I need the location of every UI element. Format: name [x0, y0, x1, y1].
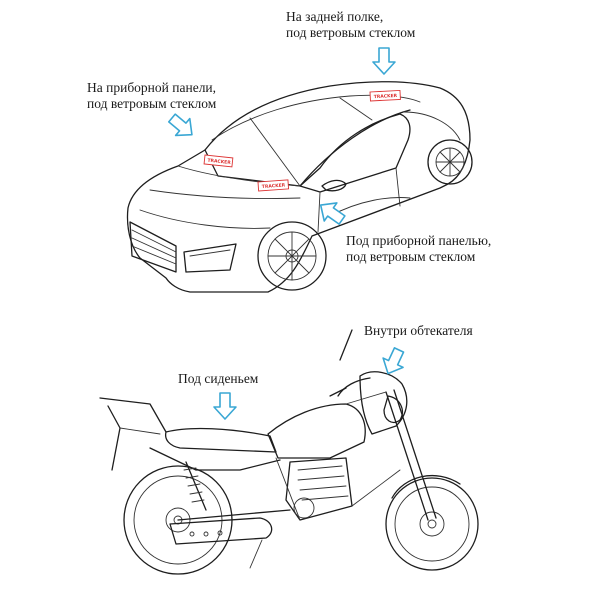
svg-text:TRACKER: TRACKER: [262, 182, 286, 190]
motorcycle-illustration: [99, 329, 479, 575]
arrow-icon: [213, 392, 237, 420]
arrow-icon: [382, 347, 405, 375]
label-rear-shelf: На задней полке,под ветровым стеклом: [286, 9, 416, 40]
tracker-tag-icon: TRACKER: [257, 179, 290, 192]
label-dashboard-under: Под приборной панелью,под ветровым стекл…: [346, 233, 492, 264]
arrow-icon: [167, 113, 193, 137]
svg-text:TRACKER: TRACKER: [374, 93, 398, 100]
arrow-icon: [372, 47, 396, 75]
svg-text:TRACKER: TRACKER: [207, 158, 231, 166]
label-dashboard-top: На приборной панели,под ветровым стеклом: [87, 80, 217, 111]
car-illustration: [126, 81, 473, 293]
label-seat: Под сиденьем: [178, 371, 259, 386]
arrow-icon: [319, 202, 346, 225]
tracker-tag-icon: TRACKER: [369, 89, 401, 102]
label-fairing: Внутри обтекателя: [364, 323, 473, 338]
tracker-tag-icon: TRACKER: [203, 154, 234, 168]
